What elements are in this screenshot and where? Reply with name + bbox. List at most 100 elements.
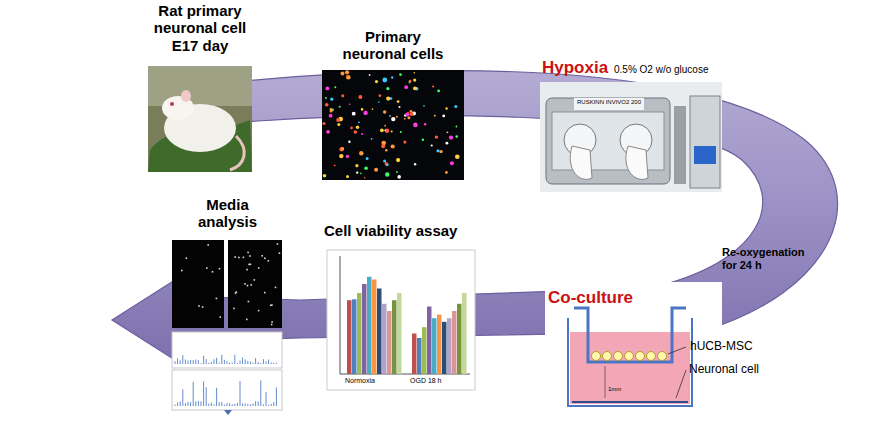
bar bbox=[352, 299, 357, 374]
cell-dot bbox=[378, 101, 380, 103]
cell-dot bbox=[400, 131, 402, 133]
cell-dot bbox=[361, 108, 364, 111]
cell-dot bbox=[359, 151, 363, 155]
array-spot bbox=[246, 269, 248, 271]
stage-note: 0.5% O2 w/o glucose bbox=[614, 64, 726, 76]
spectrum-peak bbox=[188, 360, 189, 364]
spectrum-peak bbox=[190, 402, 191, 406]
cell-dot bbox=[385, 163, 388, 166]
spectrum-peak bbox=[190, 360, 191, 364]
annotation: OGD 18 h bbox=[410, 377, 460, 385]
bar-chart bbox=[327, 250, 475, 390]
spectrum-peak bbox=[201, 363, 202, 364]
spectrum-peak bbox=[193, 360, 194, 364]
array-spot bbox=[235, 292, 237, 294]
cell-dot bbox=[346, 155, 349, 158]
cell-dot bbox=[364, 177, 366, 179]
cell-dot bbox=[381, 144, 385, 148]
stage-title: Primary neuronal cells bbox=[333, 28, 453, 63]
array-spot bbox=[250, 284, 252, 286]
cell-dot bbox=[356, 171, 358, 173]
array-spot bbox=[219, 268, 221, 270]
spectrum-peak bbox=[175, 361, 176, 364]
cell-dot bbox=[326, 87, 330, 91]
cell-dot bbox=[445, 107, 447, 109]
array-spot bbox=[244, 283, 246, 285]
cell-dot bbox=[339, 154, 343, 158]
cell-dot bbox=[407, 116, 410, 119]
spectrum-peak bbox=[229, 363, 230, 364]
bar bbox=[367, 277, 372, 374]
cell-dot bbox=[389, 115, 391, 117]
rat-photo bbox=[148, 66, 252, 172]
spectrum-peak bbox=[229, 403, 230, 406]
spectrum-peak bbox=[188, 402, 189, 406]
spectrum-peak bbox=[201, 401, 202, 406]
cell-dot bbox=[450, 161, 454, 165]
spectrum-peak bbox=[260, 363, 261, 364]
spectrum-peak bbox=[253, 363, 254, 365]
cell-dot bbox=[326, 130, 330, 134]
array-spot bbox=[249, 255, 251, 257]
cell-dot bbox=[371, 138, 373, 140]
spectrum-peak bbox=[198, 360, 199, 364]
cell-dot bbox=[399, 73, 402, 76]
array-spot bbox=[233, 308, 235, 310]
array-spot bbox=[248, 264, 250, 266]
stage-title: Rat primary neuronal cell E17 day bbox=[145, 2, 255, 54]
spectrum-peak bbox=[263, 359, 264, 364]
cell-dot bbox=[339, 147, 343, 151]
cell-dot bbox=[363, 111, 367, 115]
spectrum-peak bbox=[208, 363, 209, 364]
array-spot bbox=[275, 287, 277, 289]
cell-dot bbox=[431, 144, 433, 146]
array-spot bbox=[181, 270, 183, 272]
spectrum-peak bbox=[258, 401, 259, 406]
array-spot bbox=[264, 258, 266, 260]
stage-panel: Cell viability assay bbox=[322, 222, 482, 392]
array-spot bbox=[271, 321, 273, 323]
cell-dot bbox=[352, 112, 356, 116]
cell-dot bbox=[336, 118, 340, 122]
array-spot bbox=[254, 279, 256, 281]
cell-dot bbox=[364, 166, 368, 170]
media-panels bbox=[172, 240, 282, 415]
cell-dot bbox=[407, 112, 409, 114]
cell-dot bbox=[383, 159, 386, 162]
spectrum-peak bbox=[224, 405, 225, 407]
stage-panel: Rat primary neuronal cell E17 day bbox=[140, 2, 260, 174]
cell-dot bbox=[375, 80, 378, 83]
cell-dot bbox=[329, 114, 333, 118]
spectrum-peak bbox=[271, 404, 272, 406]
stage-title: Media analysis bbox=[190, 196, 265, 231]
array-spot bbox=[271, 304, 273, 306]
spectrum-peak bbox=[276, 363, 277, 364]
annotation: Neuronal cell bbox=[689, 363, 779, 377]
spectrum-peak bbox=[253, 403, 254, 406]
cell-dot bbox=[424, 123, 426, 125]
spectrum-peak bbox=[271, 362, 272, 364]
bar bbox=[357, 293, 362, 374]
cell-dot bbox=[434, 115, 436, 117]
cell-dot bbox=[379, 94, 382, 97]
cell-dot bbox=[354, 130, 358, 134]
spectrum-peak bbox=[214, 359, 215, 364]
cell-dot bbox=[323, 174, 327, 178]
cell-dot bbox=[404, 118, 406, 120]
cell-dot bbox=[409, 80, 412, 83]
cell-dot bbox=[397, 175, 401, 179]
cell-dot bbox=[386, 87, 389, 90]
cell-dot bbox=[403, 141, 406, 144]
stage-panel: Primary neuronal cells bbox=[318, 28, 468, 182]
cell-dot bbox=[369, 74, 371, 76]
spectrum-peak bbox=[208, 404, 209, 406]
array-spot bbox=[248, 301, 250, 303]
annotation: Re-oxygenation for 24 h bbox=[722, 246, 814, 271]
spectrum-peak bbox=[258, 362, 259, 364]
spectrum-peak bbox=[260, 380, 261, 406]
stage-title: Hypoxia bbox=[542, 58, 622, 78]
bar bbox=[392, 300, 397, 374]
spectrum-peak bbox=[219, 363, 220, 365]
array-spot bbox=[261, 255, 263, 257]
cell-dot bbox=[397, 100, 400, 103]
